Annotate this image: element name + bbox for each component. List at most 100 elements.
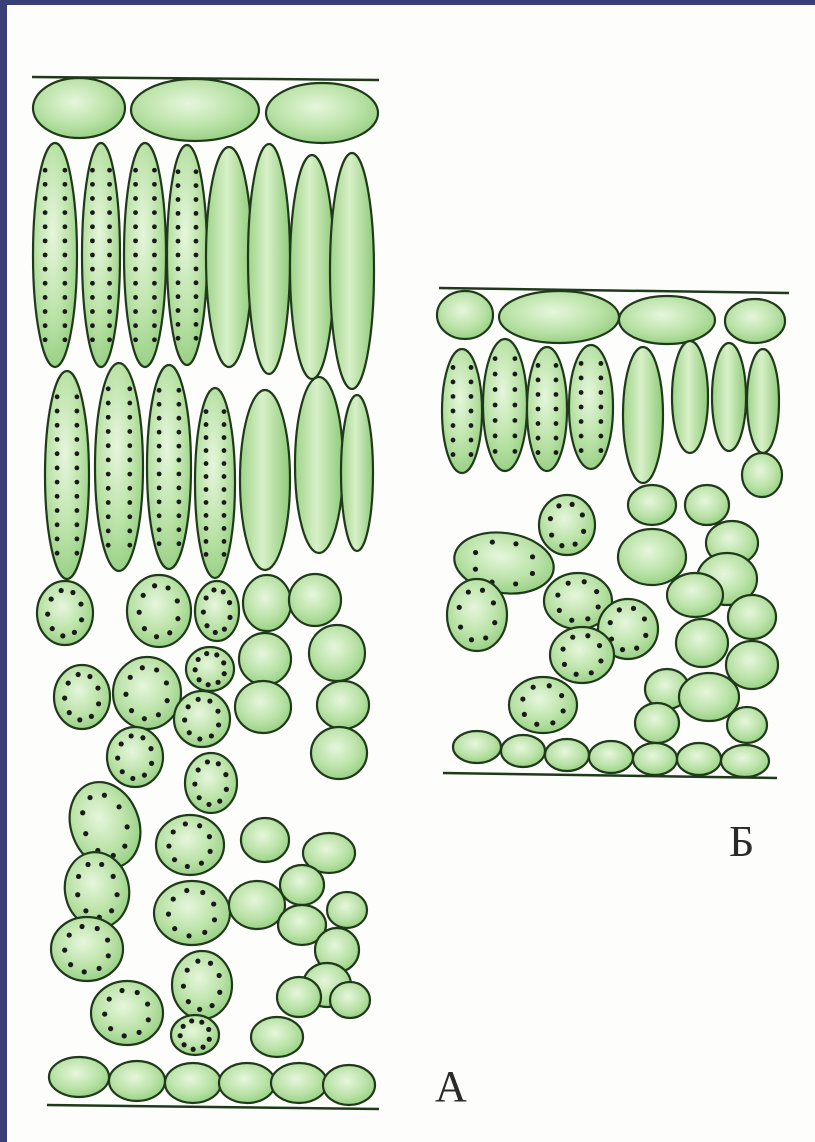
chloroplast-dot <box>43 182 48 187</box>
chloroplast-dot <box>581 529 586 534</box>
upper-epidermis-cell <box>499 291 619 343</box>
chloroplast-dot <box>106 514 111 519</box>
chloroplast-dot <box>585 633 590 638</box>
chloroplast-dot <box>105 937 110 942</box>
chloroplast-dot <box>152 210 157 215</box>
chloroplast-dot <box>204 539 209 544</box>
chloroplast-dot <box>222 461 227 466</box>
palisade-cell <box>206 147 252 367</box>
palisade-cell <box>672 341 708 453</box>
spongy-cell <box>311 727 367 779</box>
chloroplast-dot <box>548 516 553 521</box>
chloroplast-dot <box>135 990 140 995</box>
chloroplast-dot <box>148 746 153 751</box>
chloroplast-dot <box>197 736 202 741</box>
chloroplast-dot <box>599 405 604 410</box>
chloroplast-dot <box>513 356 518 361</box>
palisade-cell <box>124 143 166 367</box>
spongy-cell <box>667 573 723 617</box>
chloroplast-dot <box>589 670 594 675</box>
chloroplast-dot <box>554 421 559 426</box>
chloroplast-dot <box>152 267 157 272</box>
chloroplast-dot <box>154 634 159 639</box>
palisade-cell <box>341 395 373 551</box>
chloroplast-dot <box>513 372 518 377</box>
chloroplast-dot <box>152 182 157 187</box>
palisade-cell <box>483 339 527 471</box>
spongy-cell-with-chloroplasts <box>51 917 123 981</box>
chloroplast-dot <box>177 458 182 463</box>
chloroplast-dot <box>106 529 111 534</box>
chloroplast-dot <box>222 552 227 557</box>
chloroplast-dot <box>451 394 456 399</box>
chloroplast-dot <box>133 182 138 187</box>
chloroplast-dot <box>63 253 68 258</box>
chloroplast-dot <box>49 596 54 601</box>
chloroplast-dot <box>95 926 100 931</box>
chloroplast-dot <box>513 581 518 586</box>
chloroplast-dot <box>149 761 154 766</box>
chloroplast-dot <box>196 767 201 772</box>
chloroplast-dot <box>204 595 209 600</box>
chloroplast-dot <box>561 708 566 713</box>
chloroplast-dot <box>204 435 209 440</box>
chloroplast-dot <box>458 624 463 629</box>
chloroplast-dot <box>166 912 171 917</box>
chloroplast-dot <box>182 717 187 722</box>
chloroplast-dot <box>106 543 111 548</box>
chloroplast-dot <box>222 435 227 440</box>
spongy-cell <box>280 865 324 905</box>
spongy-cell-with-chloroplasts <box>37 581 93 645</box>
chloroplast-dot <box>490 539 495 544</box>
chloroplast-dot <box>599 419 604 424</box>
chloroplast-dot <box>536 407 541 412</box>
chloroplast-dot <box>559 693 564 698</box>
chloroplast-dot <box>469 365 474 370</box>
chloroplast-dot <box>133 295 138 300</box>
chloroplast-dot <box>176 266 181 271</box>
chloroplast-dot <box>75 494 80 499</box>
chloroplast-dot <box>585 616 590 621</box>
chloroplast-dot <box>99 862 104 867</box>
chloroplast-dot <box>599 390 604 395</box>
chloroplast-dot <box>63 267 68 272</box>
lower-epidermis-cell <box>453 731 501 763</box>
chloroplast-dot <box>491 600 496 605</box>
leaf-cross-section-diagram <box>7 5 815 1142</box>
chloroplast-dot <box>562 662 567 667</box>
chloroplast-dot <box>194 280 199 285</box>
chloroplast-dot <box>556 503 561 508</box>
chloroplast-dot <box>87 674 92 679</box>
chloroplast-dot <box>493 403 498 408</box>
spongy-cell <box>235 681 291 733</box>
chloroplast-dot <box>114 892 119 897</box>
chloroplast-dot <box>72 630 77 635</box>
chloroplast-dot <box>205 759 210 764</box>
chloroplast-dot <box>513 449 518 454</box>
chloroplast-dot <box>196 697 201 702</box>
chloroplast-dot <box>608 620 613 625</box>
chloroplast-dot <box>536 378 541 383</box>
chloroplast-dot <box>145 1001 150 1006</box>
chloroplast-dot <box>157 430 162 435</box>
chloroplast-dot <box>107 267 112 272</box>
chloroplast-dot <box>107 323 112 328</box>
chloroplast-dot <box>192 781 197 786</box>
chloroplast-dot <box>194 294 199 299</box>
chloroplast-dot <box>127 415 132 420</box>
chloroplast-dot <box>133 253 138 258</box>
chloroplast-dot <box>152 583 157 588</box>
chloroplast-dot <box>157 541 162 546</box>
chloroplast-dot <box>194 336 199 341</box>
spongy-cell-with-chloroplasts <box>127 575 191 647</box>
chloroplast-dot <box>70 590 75 595</box>
chloroplast-dot <box>96 966 101 971</box>
chloroplast-dot <box>200 1045 205 1050</box>
chloroplast-dot <box>75 423 80 428</box>
chloroplast-dot <box>85 862 90 867</box>
chloroplast-dot <box>83 831 88 836</box>
chloroplast-dot <box>572 542 577 547</box>
palisade-cell <box>82 143 120 367</box>
chloroplast-dot <box>483 635 488 640</box>
chloroplast-dot <box>193 667 198 672</box>
